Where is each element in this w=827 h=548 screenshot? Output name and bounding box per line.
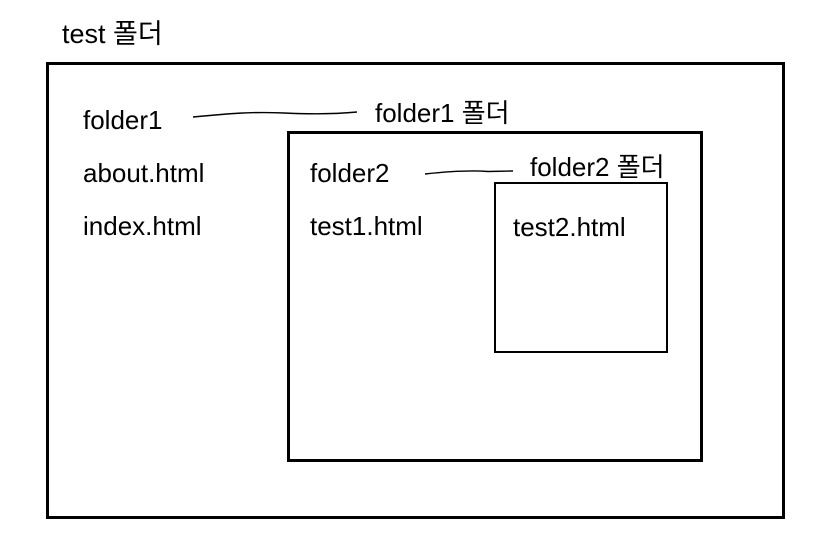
file-label-test2-html: test2.html — [513, 212, 626, 242]
root-folder-box — [46, 62, 785, 519]
file-label-folder2: folder2 — [310, 158, 390, 188]
file-label-test1-html: test1.html — [310, 211, 423, 241]
folder1-box-label: folder1 폴더 — [375, 98, 510, 128]
root-folder-title: test 폴더 — [62, 19, 163, 49]
folder2-box — [494, 182, 668, 353]
file-label-index-html: index.html — [83, 211, 202, 241]
folder1-box — [287, 131, 703, 462]
file-label-folder1: folder1 — [83, 105, 163, 135]
folder2-box-label: folder2 폴더 — [530, 152, 665, 182]
file-label-about-html: about.html — [83, 158, 205, 188]
